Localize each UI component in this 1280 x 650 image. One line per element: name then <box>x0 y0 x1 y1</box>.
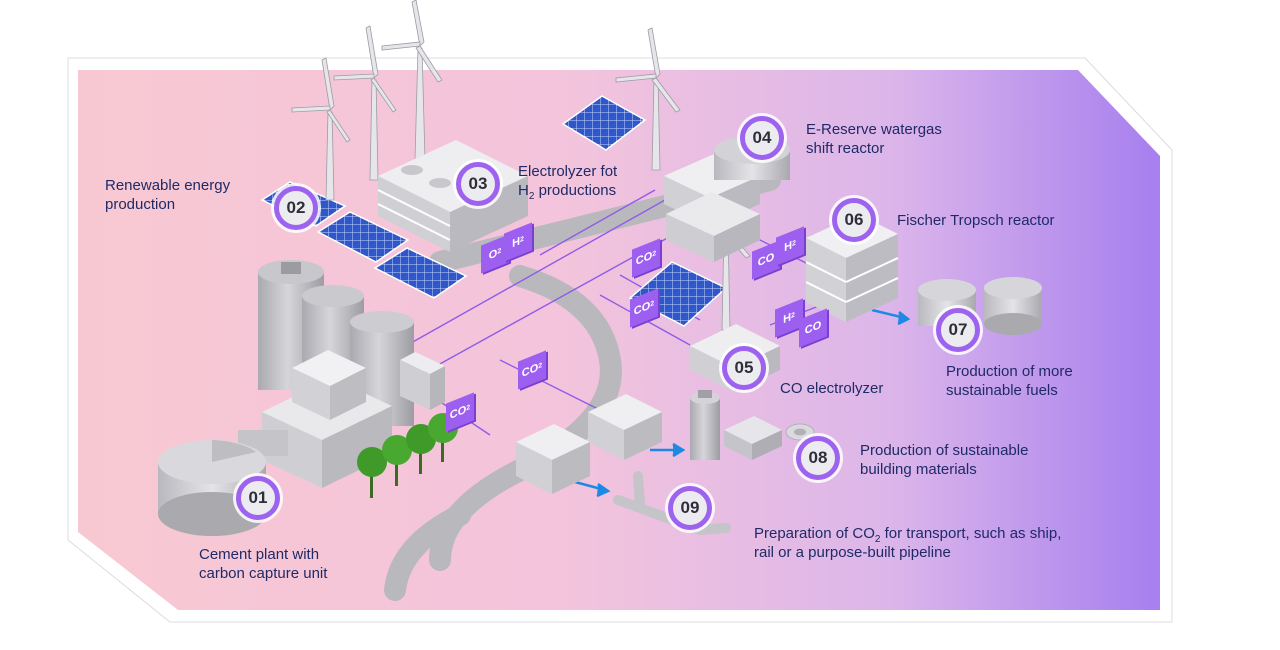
step-label-01-line1: Cement plant with <box>199 546 320 563</box>
output-arrows <box>574 308 911 498</box>
step-label-04-line1: E-Reserve watergas <box>806 121 942 138</box>
step-label-08: Production of sustainable building mater… <box>860 441 1028 479</box>
step-badge-09: 09 <box>668 486 712 530</box>
brick-stack-icon <box>724 416 815 460</box>
step-badge-03: 03 <box>456 162 500 206</box>
step-label-09: Preparation of CO2 for transport, such a… <box>754 524 1061 562</box>
step-label-01-line2: carbon capture unit <box>199 565 328 582</box>
building-materials <box>690 390 720 460</box>
processing-blocks <box>516 394 662 494</box>
step-badge-07: 07 <box>936 308 980 352</box>
step-label-05-line1: CO electrolyzer <box>780 380 884 397</box>
step-label-06-line1: Fischer Tropsch reactor <box>897 212 1055 229</box>
step-label-02: Renewable energy production <box>105 176 230 214</box>
step-label-09-line1: Preparation of CO2 for transport, such a… <box>754 525 1062 545</box>
step-label-07-line1: Production of more <box>946 363 1073 380</box>
step-badge-02: 02 <box>274 186 318 230</box>
step-label-03-line2: H2 productions <box>518 182 617 202</box>
step-label-08-line1: Production of sustainable <box>860 442 1029 459</box>
step-label-01: Cement plant with carbon capture unit <box>199 545 327 583</box>
step-badge-06: 06 <box>832 198 876 242</box>
step-label-03-line1: Electrolyzer fot <box>518 163 618 180</box>
step-badge-04: 04 <box>740 116 784 160</box>
electrolyzer-stack <box>377 140 528 252</box>
step-badge-05: 05 <box>722 346 766 390</box>
step-label-04: E-Reserve watergas shift reactor <box>806 120 942 158</box>
step-label-04-line2: shift reactor <box>806 140 885 157</box>
step-label-07: Production of more sustainable fuels <box>946 362 1073 400</box>
step-label-02-line2: production <box>105 196 176 213</box>
step-badge-08: 08 <box>796 436 840 480</box>
step-label-02-line1: Renewable energy <box>105 177 231 194</box>
step-badge-01: 01 <box>236 476 280 520</box>
cement-plant-building <box>238 350 445 488</box>
step-label-09-line2: rail or a purpose-built pipeline <box>754 544 951 561</box>
step-label-05: CO electrolyzer <box>780 379 883 398</box>
step-label-08-line2: building materials <box>860 461 977 478</box>
step-label-07-line2: sustainable fuels <box>946 382 1058 399</box>
step-label-06: Fischer Tropsch reactor <box>897 211 1055 230</box>
step-label-03: Electrolyzer fot H2 productions <box>518 162 618 202</box>
